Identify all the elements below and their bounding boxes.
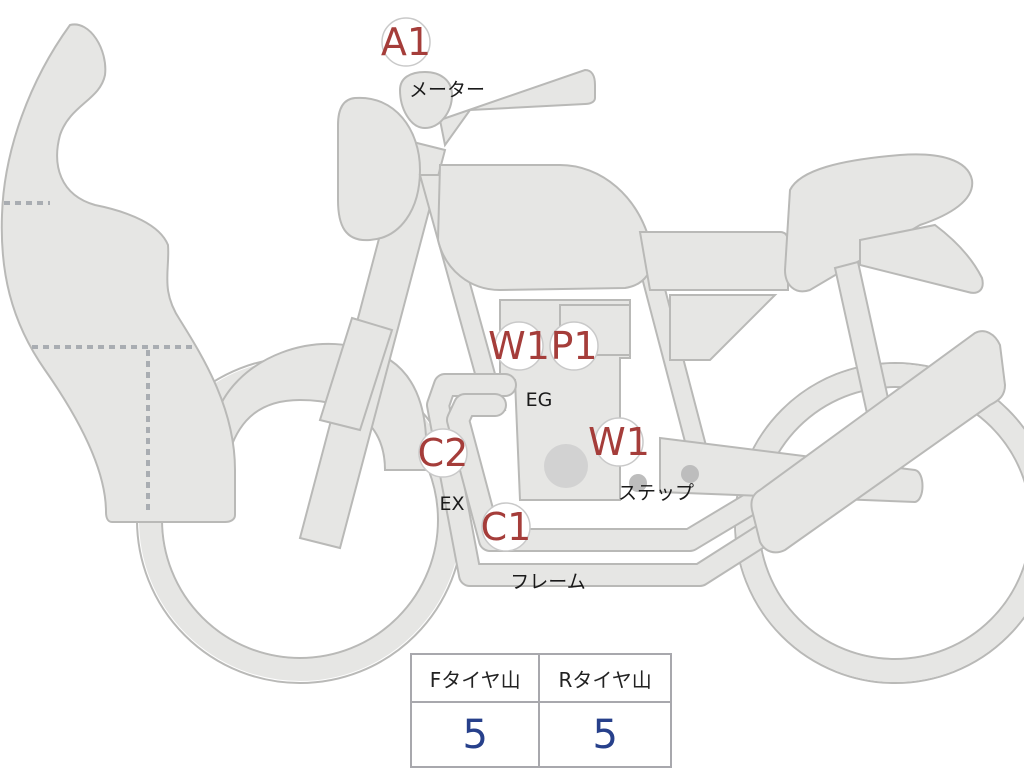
front-fairing bbox=[0, 23, 236, 523]
grade-marker-w1-eg: W1 bbox=[488, 321, 550, 371]
meter bbox=[398, 70, 454, 130]
front-fender bbox=[213, 343, 428, 471]
engine-case-cover bbox=[544, 444, 588, 488]
part-label-step: ステップ bbox=[618, 482, 694, 504]
side-cover bbox=[638, 231, 789, 291]
grade-marker-c1: C1 フレーム bbox=[481, 502, 586, 593]
headlight bbox=[337, 96, 422, 242]
exhaust-pipes bbox=[426, 373, 822, 587]
muffler bbox=[750, 330, 1007, 554]
grade-marker-p1-eg: P1 EG bbox=[526, 321, 599, 411]
step-peg-front bbox=[629, 474, 647, 492]
grade-code-w1-step: W1 bbox=[588, 420, 650, 464]
fuel-tank bbox=[436, 164, 654, 292]
grade-marker-w1-step: W1 ステップ bbox=[588, 417, 694, 504]
side-panel bbox=[669, 294, 778, 361]
part-label-frame: フレーム bbox=[510, 571, 585, 593]
tail-cowl bbox=[859, 223, 984, 294]
tire-table-value-row: 5 5 bbox=[409, 701, 672, 768]
rear-tire-value: 5 bbox=[538, 701, 672, 768]
part-label-meter: メーター bbox=[409, 79, 485, 101]
grade-code-p1-eg: P1 bbox=[550, 324, 597, 368]
fork-cover bbox=[318, 316, 394, 432]
grade-code-c2: C2 bbox=[418, 431, 469, 475]
grade-code-w1-eg: W1 bbox=[488, 324, 550, 368]
front-tire-header: Fタイヤ山 bbox=[409, 653, 541, 703]
front-tire-value: 5 bbox=[409, 701, 541, 768]
grade-marker-a1: A1 メーター bbox=[381, 17, 485, 101]
grade-marker-c2: C2 EX bbox=[418, 428, 469, 515]
part-label-ex: EX bbox=[439, 493, 464, 515]
handlebar bbox=[438, 68, 596, 148]
tire-table-header-row: Fタイヤ山 Rタイヤ山 bbox=[409, 653, 672, 703]
part-label-eg: EG bbox=[526, 389, 553, 411]
tire-tread-table: Fタイヤ山 Rタイヤ山 5 5 bbox=[409, 653, 672, 768]
grade-code-a1: A1 bbox=[381, 20, 431, 64]
seat bbox=[783, 153, 974, 293]
grade-code-c1: C1 bbox=[481, 505, 532, 549]
rear-tire-header: Rタイヤ山 bbox=[538, 653, 672, 703]
step-peg-rear bbox=[681, 465, 699, 483]
